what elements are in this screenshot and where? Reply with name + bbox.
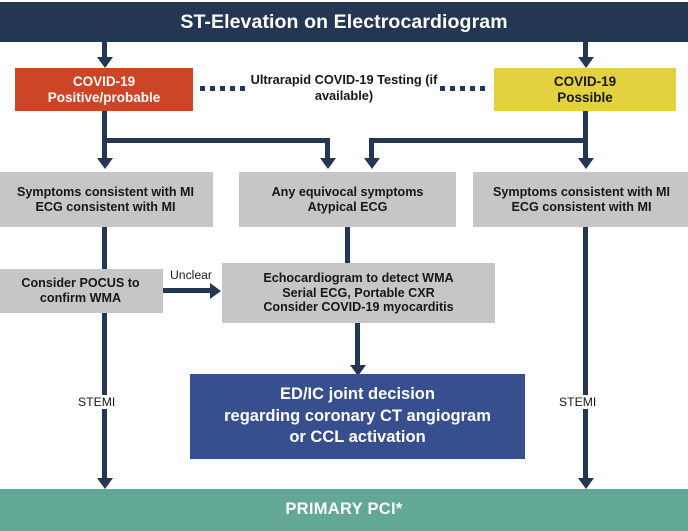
node-covid-positive-probable[interactable]: COVID-19 Positive/probable <box>15 68 193 111</box>
connector-positive-to-middle-gray <box>325 138 330 162</box>
node-assessment-right-text: Symptoms consistent with MI ECG consiste… <box>473 185 688 215</box>
connector-left-gray-to-pocus <box>102 227 107 271</box>
connector-pocus-to-echo <box>163 288 213 293</box>
node-primary-pci-text: PRIMARY PCI* <box>285 500 403 519</box>
node-covid-possible-text: COVID-19 Possible <box>494 74 676 106</box>
node-assessment-middle-text: Any equivocal symptoms Atypical ECG <box>239 185 456 215</box>
arrowhead-right-gray-to-pci-icon <box>577 478 594 489</box>
node-assessment-middle-line1: Any equivocal symptoms <box>271 184 424 199</box>
node-ed-ic-joint-decision-text: ED/IC joint decision regarding coronary … <box>190 384 525 448</box>
node-covid-positive-text: COVID-19 Positive/probable <box>15 74 193 106</box>
edge-label-stemi-left: STEMI <box>76 395 118 409</box>
connector-positive-branch-bar <box>102 138 330 143</box>
arrowhead-positive-to-left-gray-icon <box>96 158 113 169</box>
node-covid-possible-line1: COVID-19 <box>553 73 617 89</box>
node-ed-ic-joint-decision-line2: regarding coronary CT angiogram <box>224 406 491 425</box>
node-covid-possible[interactable]: COVID-19 Possible <box>494 68 676 111</box>
node-assessment-right-line2: ECG consistent with MI <box>511 199 652 214</box>
node-ed-ic-joint-decision-line3: or CCL activation <box>289 428 426 447</box>
node-echocardiogram-workup-line3: Consider COVID-19 myocarditis <box>263 300 454 315</box>
arrowhead-title-to-positive-icon <box>96 57 113 68</box>
connector-middle-gray-to-echo <box>345 227 350 263</box>
arrowhead-title-to-possible-icon <box>577 57 594 68</box>
node-primary-pci-bar: PRIMARY PCI* <box>0 489 688 531</box>
dotted-connector-right <box>440 86 488 91</box>
connector-echo-to-decision <box>355 323 360 369</box>
connector-possible-branch-bar <box>369 138 588 143</box>
arrowhead-pocus-to-pci-icon <box>96 478 113 489</box>
connector-positive-stem <box>102 111 107 140</box>
connector-possible-to-right-gray <box>583 138 588 162</box>
connector-title-to-positive <box>102 42 107 64</box>
arrowhead-possible-to-middle-gray-icon <box>363 158 380 169</box>
connector-positive-to-left-gray <box>102 138 107 162</box>
node-consider-pocus-line1: Consider POCUS to <box>21 276 140 291</box>
node-covid-positive-line2: Positive/probable <box>47 89 161 105</box>
node-echocardiogram-workup-text: Echocardiogram to detect WMA Serial ECG,… <box>222 271 495 316</box>
connector-possible-stem <box>583 111 588 140</box>
arrowhead-positive-to-middle-gray-icon <box>319 158 336 169</box>
ultrarapid-testing-label: Ultrarapid COVID-19 Testing (if availabl… <box>248 72 440 104</box>
node-assessment-middle-line2: Atypical ECG <box>307 199 388 214</box>
node-assessment-left-text: Symptoms consistent with MI ECG consiste… <box>0 185 213 215</box>
dotted-connector-left <box>200 86 248 91</box>
ultrarapid-testing-line2: (if available) <box>314 72 438 103</box>
node-consider-pocus[interactable]: Consider POCUS to confirm WMA <box>0 269 163 313</box>
node-assessment-left-line2: ECG consistent with MI <box>35 199 176 214</box>
ultrarapid-testing-line1: Ultrarapid COVID-19 Testing <box>250 72 422 87</box>
connector-title-to-possible <box>583 42 588 64</box>
chart-title-text: ST-Elevation on Electrocardiogram <box>180 10 508 33</box>
node-assessment-left-line1: Symptoms consistent with MI <box>16 184 195 199</box>
arrowhead-pocus-to-echo-icon <box>210 282 221 299</box>
connector-possible-to-middle-gray <box>369 138 374 162</box>
node-assessment-left[interactable]: Symptoms consistent with MI ECG consiste… <box>0 172 213 227</box>
edge-label-unclear: Unclear <box>168 268 214 282</box>
node-covid-positive-line1: COVID-19 <box>72 73 136 89</box>
node-ed-ic-joint-decision[interactable]: ED/IC joint decision regarding coronary … <box>190 374 525 459</box>
node-assessment-right[interactable]: Symptoms consistent with MI ECG consiste… <box>473 172 688 227</box>
node-consider-pocus-text: Consider POCUS to confirm WMA <box>0 276 163 306</box>
arrowhead-echo-to-decision-icon <box>349 365 366 376</box>
node-covid-possible-line2: Possible <box>557 89 613 105</box>
node-assessment-right-line1: Symptoms consistent with MI <box>492 184 671 199</box>
node-echocardiogram-workup[interactable]: Echocardiogram to detect WMA Serial ECG,… <box>222 263 495 323</box>
connector-right-gray-to-pci <box>583 227 588 485</box>
node-ed-ic-joint-decision-line1: ED/IC joint decision <box>280 385 435 404</box>
edge-label-stemi-right: STEMI <box>557 395 599 409</box>
node-echocardiogram-workup-line2: Serial ECG, Portable CXR <box>282 285 435 300</box>
node-consider-pocus-line2: confirm WMA <box>39 291 122 305</box>
arrowhead-possible-to-right-gray-icon <box>577 158 594 169</box>
node-assessment-middle[interactable]: Any equivocal symptoms Atypical ECG <box>239 172 456 227</box>
chart-title-bar: ST-Elevation on Electrocardiogram <box>0 2 688 42</box>
node-echocardiogram-workup-line1: Echocardiogram to detect WMA <box>263 270 454 285</box>
